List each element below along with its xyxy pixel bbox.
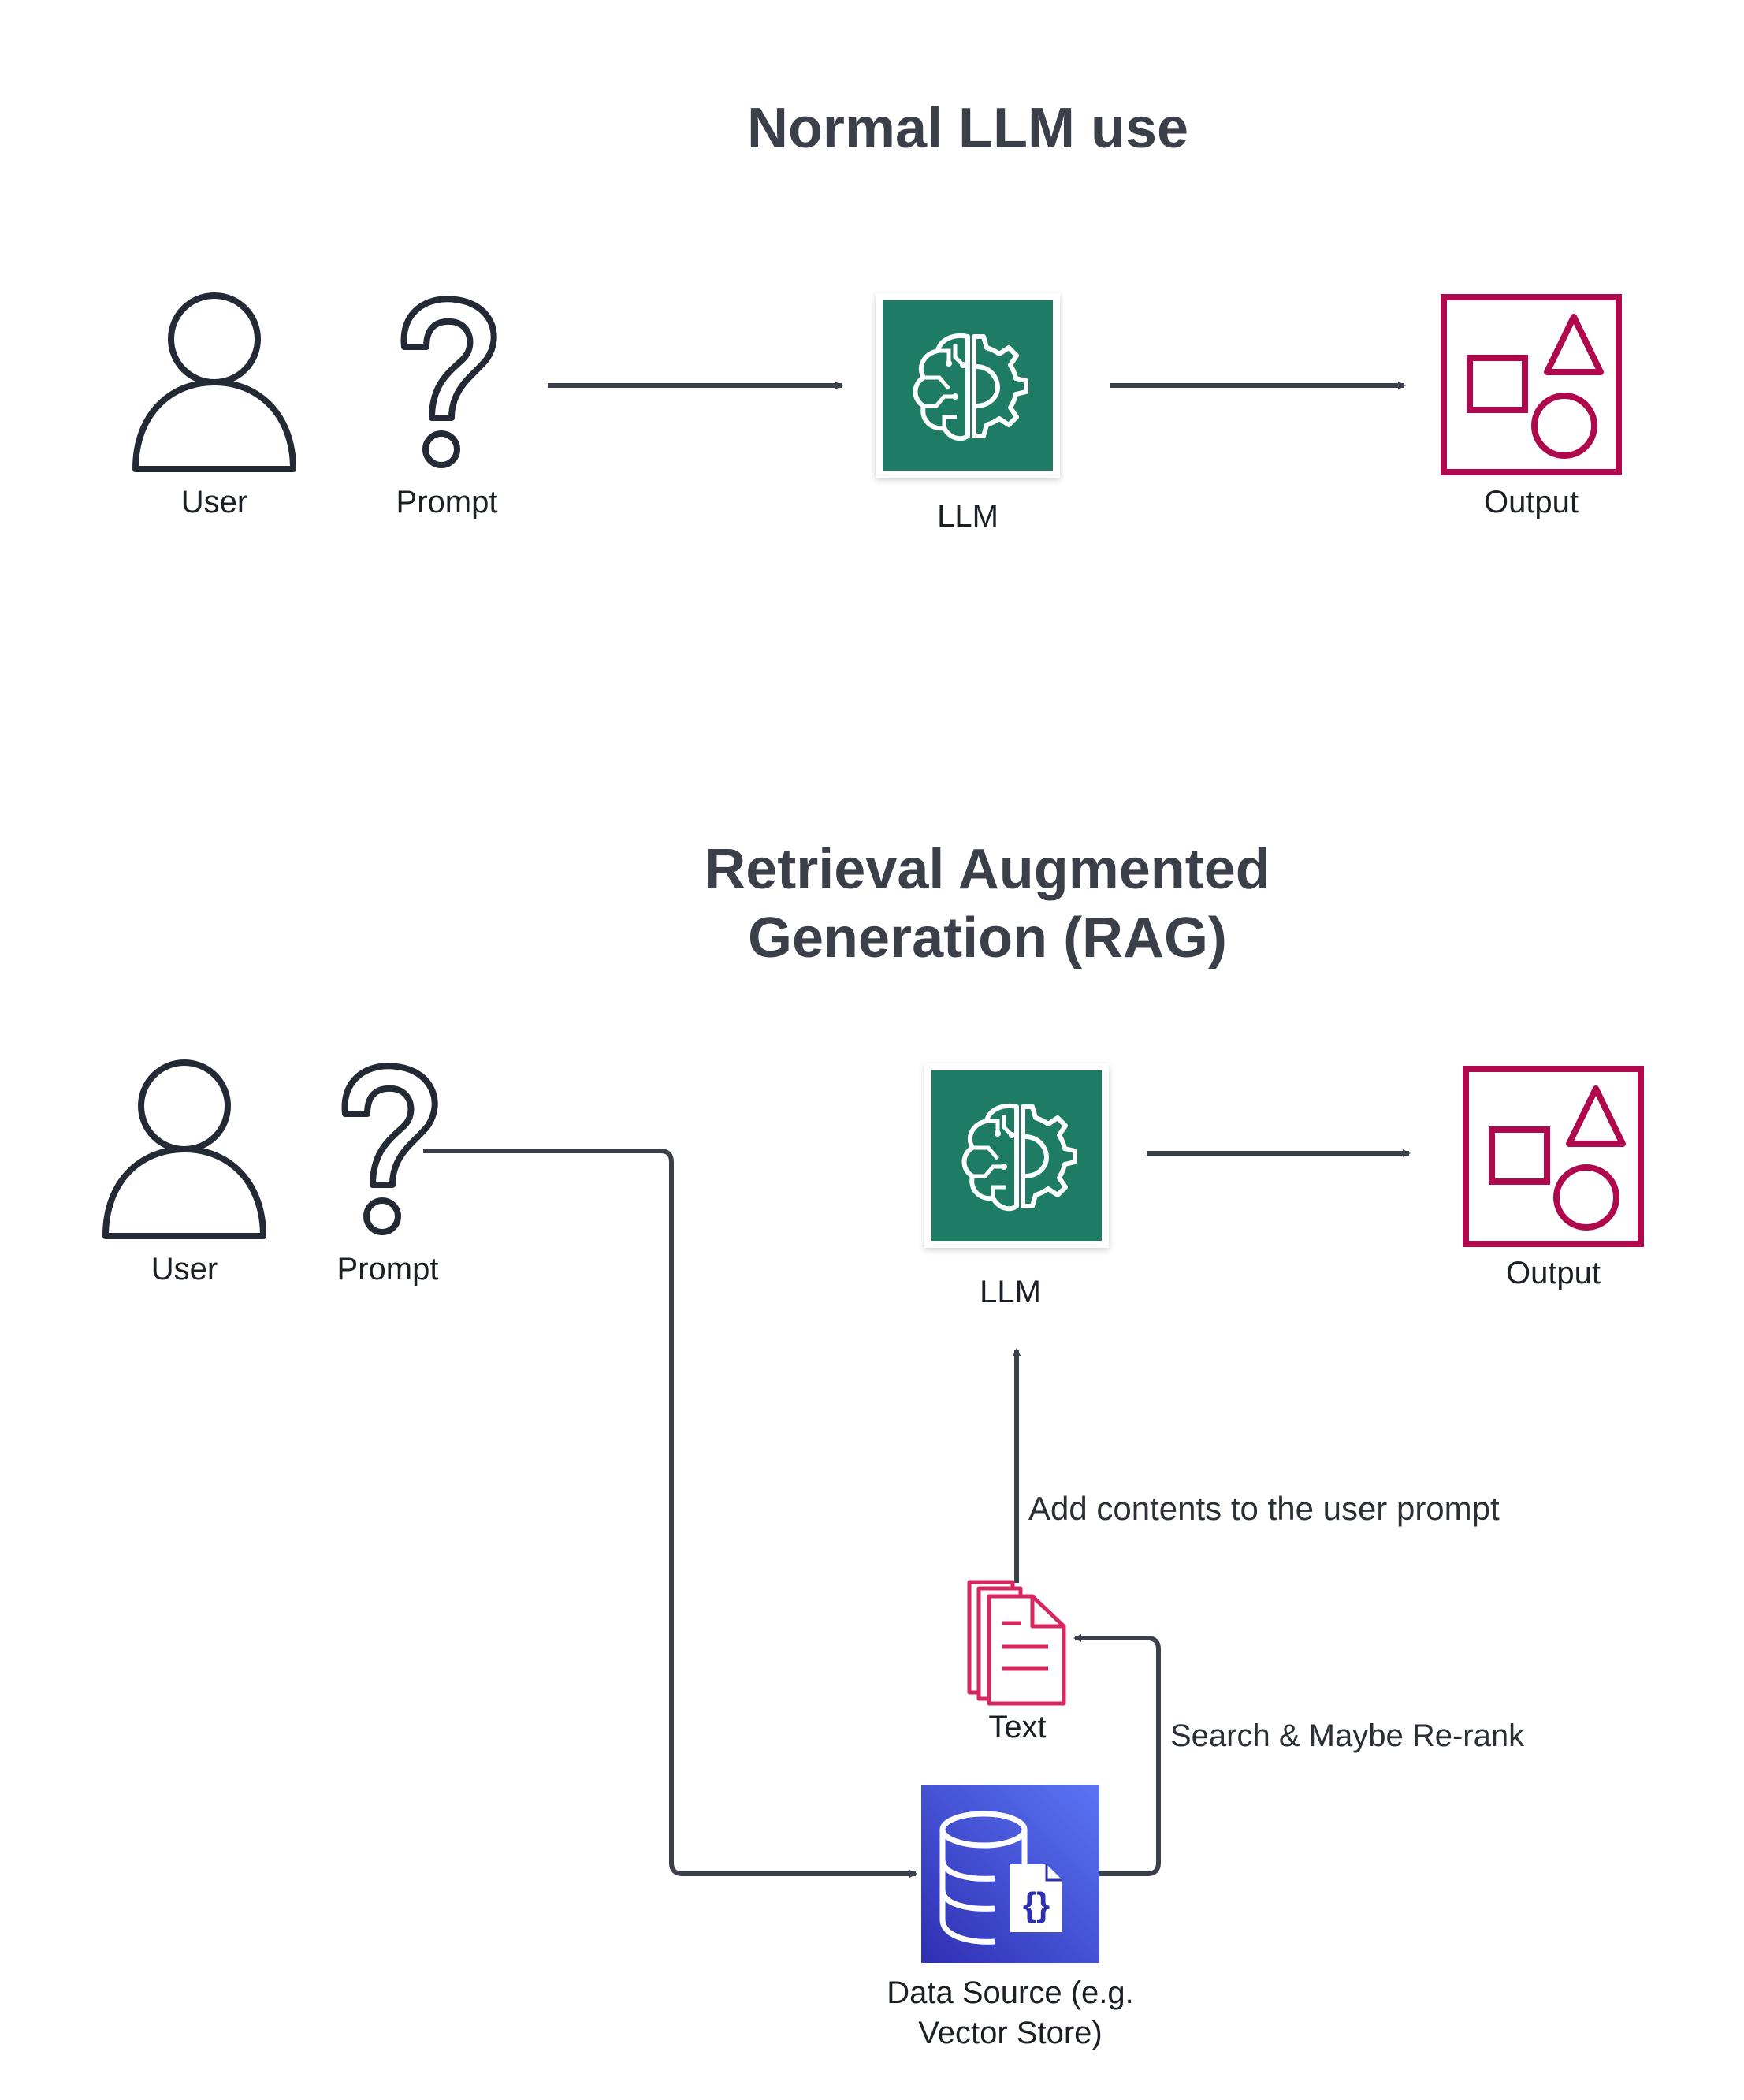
user-node: User [136,296,293,519]
normal-diagram-title: Normal LLM use [747,97,1188,160]
database-json-icon: {} [921,1785,1099,1963]
add-contents-label: Add contents to the user prompt [1028,1490,1500,1527]
datasource-label-line1: Data Source (e.g. [887,1975,1134,2010]
rag-diagram-title-line1: Retrieval Augmented [705,838,1270,901]
rag-user-label: User [151,1252,218,1286]
datasource-label-line2: Vector Store) [918,2016,1102,2050]
prompt-to-datasource-arrow [423,1149,917,1878]
text-node: Text [967,1580,1066,1744]
rag-llm-node: LLM [924,1063,1109,1309]
text-label: Text [988,1710,1046,1744]
documents-icon [967,1580,1066,1706]
shapes-icon [1444,297,1619,472]
datasource-to-text-arrow [1073,1634,1161,1876]
rag-diagram: Retrieval Augmented Generation (RAG) Use… [106,838,1641,2050]
rag-llm-label: LLM [980,1275,1041,1309]
user-icon [136,296,293,469]
brain-gear-icon [876,293,1060,478]
output-label: Output [1484,485,1579,519]
svg-text:{}: {} [1023,1886,1050,1924]
question-mark-icon [345,1066,435,1232]
user-label: User [181,485,247,519]
rag-diagram-title-line2: Generation (RAG) [748,907,1227,970]
rag-output-label: Output [1506,1256,1601,1290]
user-icon [106,1063,263,1236]
prompt-node: Prompt [396,299,498,519]
rag-prompt-label: Prompt [337,1252,439,1286]
llm-label: LLM [937,499,998,534]
llm-node: LLM [876,293,1060,534]
normal-llm-diagram: Normal LLM use User Prompt LLM Output [136,97,1619,534]
datasource-node: {} Data Source (e.g. Vector Store) [887,1785,1134,2050]
search-rerank-label: Search & Maybe Re-rank [1170,1718,1525,1753]
shapes-icon [1466,1069,1641,1244]
output-node: Output [1444,297,1619,519]
rag-prompt-node: Prompt [337,1066,439,1286]
question-mark-icon [404,299,494,465]
rag-output-node: Output [1466,1069,1641,1290]
rag-user-node: User [106,1063,263,1286]
brain-gear-icon [924,1063,1109,1248]
prompt-label: Prompt [396,485,498,519]
